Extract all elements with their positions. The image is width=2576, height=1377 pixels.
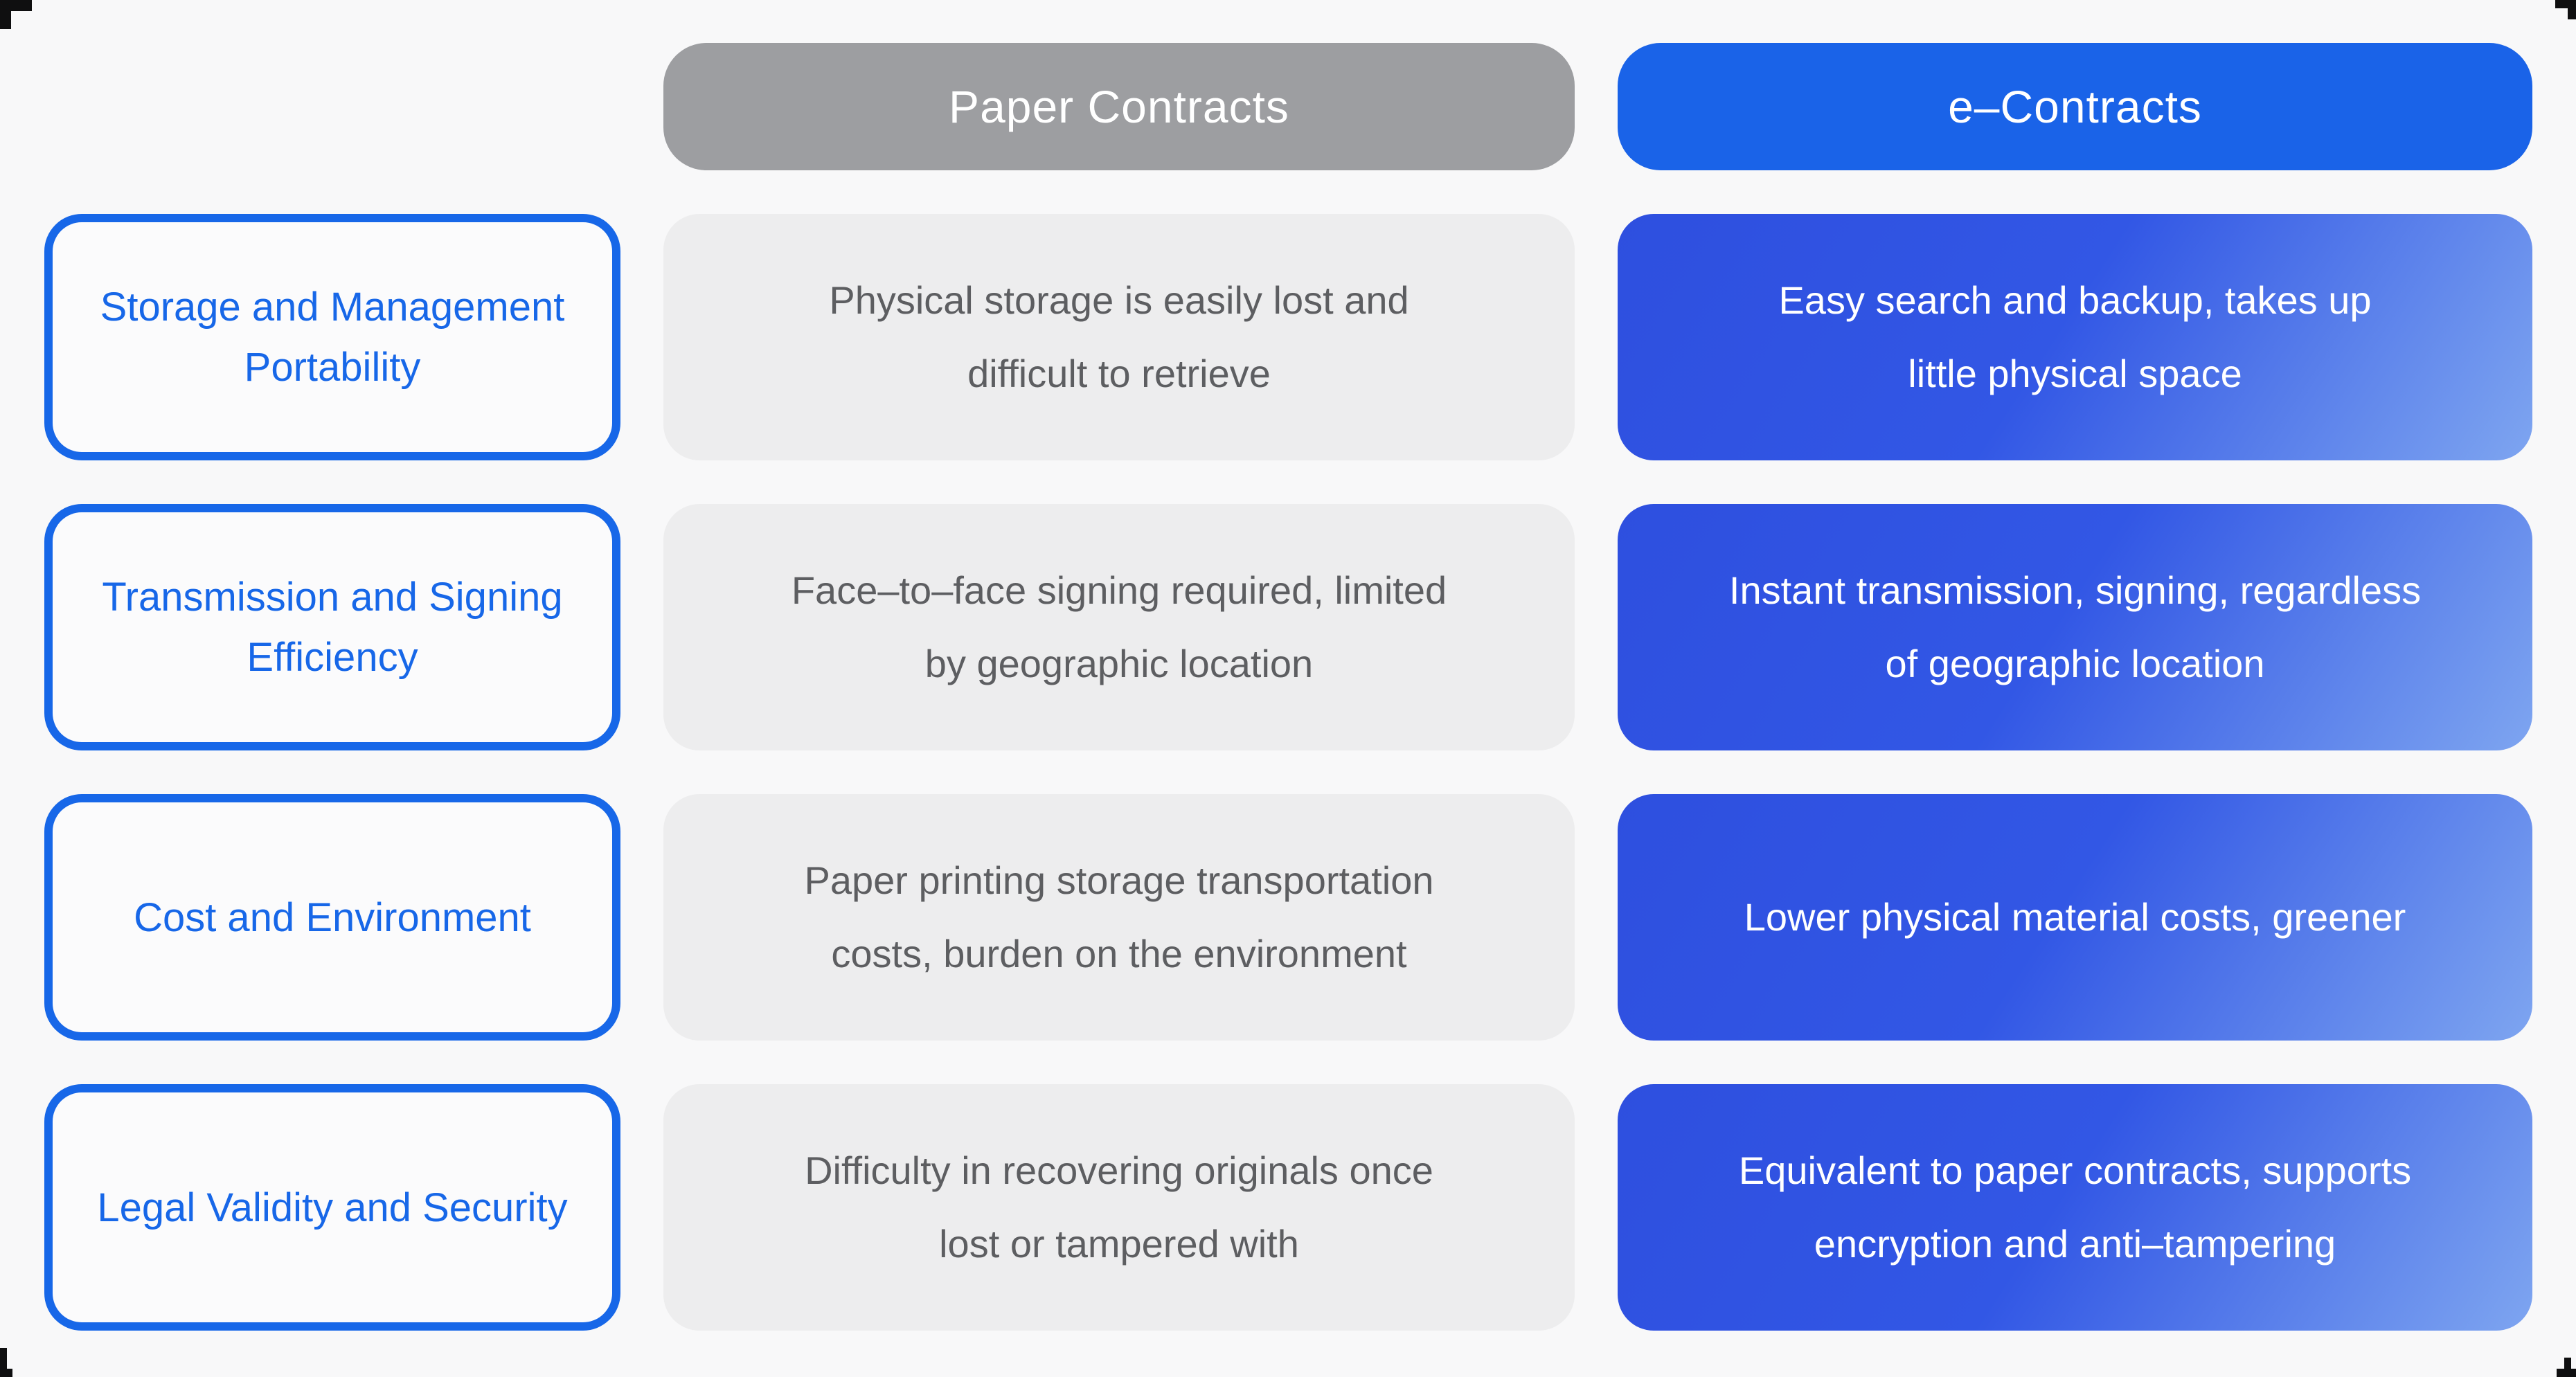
category-label: Legal Validity and Security: [97, 1185, 568, 1230]
paper-card-text: Physical storage is easily lost and diff…: [829, 278, 1409, 395]
comparison-grid: Paper Contracts e–Contracts Storage and …: [44, 43, 2532, 1331]
corner-mark-bottom-right: [2541, 1342, 2576, 1377]
corner-mark-top-right: [2541, 0, 2576, 35]
paper-card-text: Face–to–face signing required, limited b…: [791, 568, 1447, 685]
header-spacer: [44, 43, 620, 170]
category-card-transmission: Transmission and Signing Efficiency: [44, 504, 620, 750]
e-contracts-header: e–Contracts: [1618, 43, 2532, 170]
paper-contracts-header: Paper Contracts: [663, 43, 1575, 170]
e-contract-card-cost: Lower physical material costs, greener: [1618, 794, 2532, 1041]
corner-mark-bottom-left: [0, 1342, 35, 1377]
paper-card-transmission: Face–to–face signing required, limited b…: [663, 504, 1575, 750]
category-card-legal: Legal Validity and Security: [44, 1084, 620, 1331]
category-card-storage: Storage and Management Portability: [44, 214, 620, 460]
e-contract-card-legal: Equivalent to paper contracts, supports …: [1618, 1084, 2532, 1331]
category-label: Transmission and Signing Efficiency: [102, 575, 563, 680]
e-contract-card-text: Instant transmission, signing, regardles…: [1728, 568, 2422, 685]
paper-card-cost: Paper printing storage transportation co…: [663, 794, 1575, 1041]
corner-mark-top-left: [0, 0, 35, 35]
paper-contracts-header-label: Paper Contracts: [949, 81, 1289, 132]
e-contract-card-text: Equivalent to paper contracts, supports …: [1738, 1148, 2412, 1266]
e-contracts-header-label: e–Contracts: [1948, 81, 2202, 132]
category-card-cost: Cost and Environment: [44, 794, 620, 1041]
e-contract-card-storage: Easy search and backup, takes up little …: [1618, 214, 2532, 460]
paper-card-storage: Physical storage is easily lost and diff…: [663, 214, 1575, 460]
category-label: Cost and Environment: [134, 894, 531, 940]
category-label: Storage and Management Portability: [100, 285, 565, 390]
e-contract-card-transmission: Instant transmission, signing, regardles…: [1618, 504, 2532, 750]
e-contract-card-text: Easy search and backup, takes up little …: [1778, 278, 2372, 395]
e-contract-card-text: Lower physical material costs, greener: [1744, 894, 2406, 939]
paper-card-text: Paper printing storage transportation co…: [804, 858, 1434, 975]
paper-card-text: Difficulty in recovering originals once …: [805, 1148, 1433, 1266]
paper-card-legal: Difficulty in recovering originals once …: [663, 1084, 1575, 1331]
